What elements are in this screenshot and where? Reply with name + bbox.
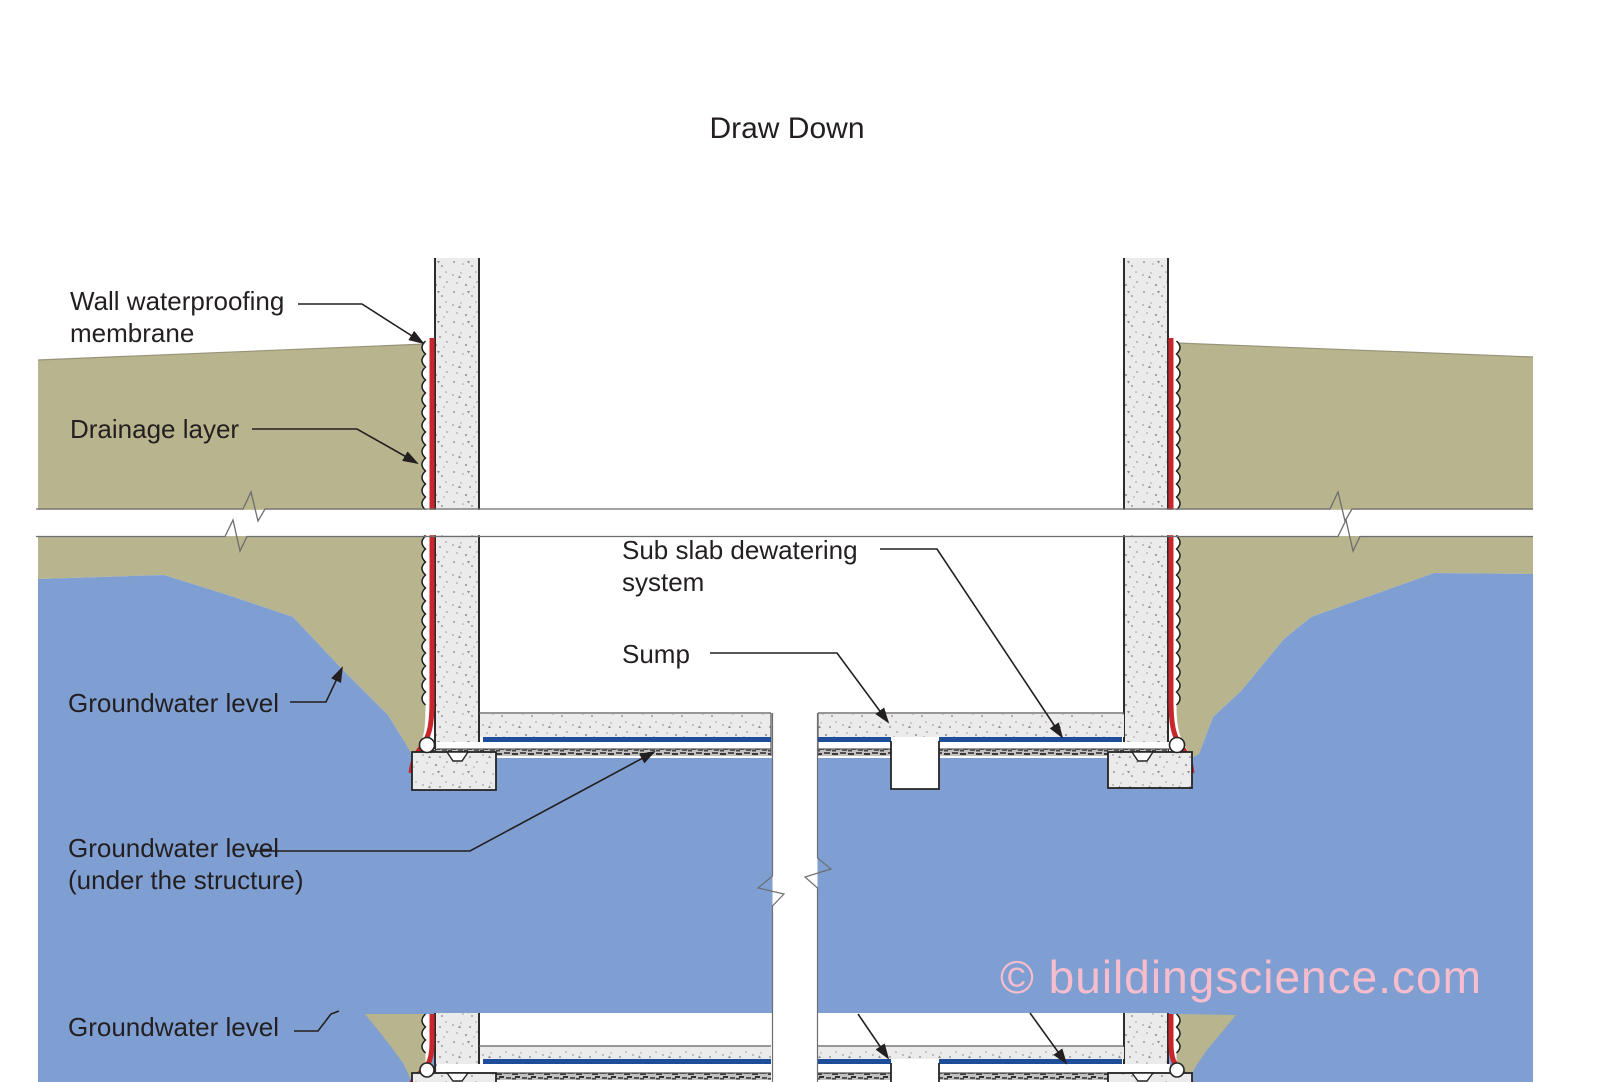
under-slab-membrane-right xyxy=(938,737,1122,742)
leader-groundwater-bottom xyxy=(294,1010,340,1032)
drain-pipe-left xyxy=(418,736,436,754)
leader-sump xyxy=(710,652,890,724)
bottom-slab-void-2 xyxy=(818,1064,892,1073)
bottom-drainage-layer-left xyxy=(421,1013,427,1054)
label-groundwater-under-structure: Groundwater level (under the structure) xyxy=(68,833,304,895)
vertical-break-right-edge xyxy=(803,713,833,1013)
leader-wall-membrane xyxy=(298,303,425,345)
vertical-break xyxy=(756,700,833,1013)
drain-pipe-right xyxy=(1168,736,1186,754)
sump-pit-outline xyxy=(890,741,940,790)
leader-groundwater-under xyxy=(250,751,656,852)
floor-slab-right xyxy=(818,714,1124,737)
under-slab-membrane-mid xyxy=(818,737,892,742)
bottom-floor-slab-right xyxy=(818,1047,1124,1059)
grade-line-right xyxy=(1176,342,1534,358)
bottom-under-slab-membrane-right xyxy=(938,1059,1122,1064)
bottom-slab-lines xyxy=(437,1045,1170,1074)
label-sump: Sump xyxy=(622,639,690,669)
soil-top-right xyxy=(1176,343,1533,510)
label-groundwater-bottom: Groundwater level xyxy=(68,1012,279,1042)
gravel-layer-right xyxy=(938,749,1168,756)
slab-void-right xyxy=(938,742,1170,749)
horizontal-break-band xyxy=(36,509,1533,536)
break-line-upper xyxy=(36,490,1533,523)
bottom-soil-wedge-left xyxy=(365,1014,426,1082)
bottom-drainage-layer-right xyxy=(1175,1013,1181,1054)
bottom-wall-right xyxy=(1124,1013,1168,1073)
bottom-drain-pipe-left xyxy=(419,1062,435,1078)
footing-right xyxy=(1107,751,1193,789)
soil-top-left xyxy=(38,344,426,510)
label-groundwater-level: Groundwater level xyxy=(68,688,279,718)
bottom-sump-outline xyxy=(890,1063,940,1082)
bottom-soil-wedge-right xyxy=(1176,1014,1236,1082)
soil-regions xyxy=(37,342,1534,771)
soil-mid-left xyxy=(38,536,426,771)
under-slab-membrane-left xyxy=(483,737,771,742)
basement-wall-left xyxy=(435,258,479,752)
bottom-gravel-right xyxy=(938,1073,1168,1080)
bottom-vertical-break-band xyxy=(772,1013,818,1082)
leader-drainage-layer xyxy=(252,428,419,464)
slab-void-left xyxy=(437,742,771,749)
slab-void-mid xyxy=(818,742,892,749)
bottom-wall-left xyxy=(435,1013,479,1073)
bottom-keyway-left xyxy=(445,1072,470,1082)
vertical-break-band xyxy=(772,700,818,1013)
leader-bottom-sump xyxy=(857,1013,890,1060)
footings xyxy=(411,736,1193,791)
bottom-wall-edges xyxy=(434,1013,1169,1073)
gravel-layer-left xyxy=(429,749,771,756)
bottom-gravel-mid xyxy=(818,1073,892,1080)
label-wall-waterproofing-membrane: Wall waterproofing membrane xyxy=(70,286,285,348)
floor-slab-left xyxy=(480,714,771,737)
bottom-drainage-gap-left xyxy=(425,1014,430,1073)
bottom-drain-pipe-right xyxy=(1169,1062,1185,1078)
slab-assembly xyxy=(429,712,1170,790)
watermark: © buildingscience.com xyxy=(1000,951,1482,1003)
wall-edges xyxy=(434,258,1169,752)
leader-lines xyxy=(250,303,1068,1065)
bottom-under-slab-membrane-left xyxy=(483,1059,771,1064)
keyway-left xyxy=(445,751,470,762)
vertical-break-left-edge xyxy=(756,713,786,1013)
leader-groundwater-left xyxy=(290,666,343,703)
page-title: Draw Down xyxy=(709,112,865,145)
leader-bottom-dewatering xyxy=(1029,1012,1068,1065)
bottom-vertical-break-edges xyxy=(771,1013,819,1082)
horizontal-break xyxy=(36,490,1533,553)
bottom-floor-slab-left xyxy=(480,1047,771,1059)
label-sub-slab-dewatering: Sub slab dewatering system xyxy=(622,535,858,597)
sump-pit xyxy=(891,737,939,789)
break-line-lower xyxy=(36,518,1533,553)
bottom-keyway-right xyxy=(1130,1072,1155,1082)
bottom-under-slab-membrane-mid xyxy=(818,1059,892,1064)
bottom-slab-void xyxy=(437,1064,771,1073)
soil-mid-right xyxy=(1176,536,1533,771)
gravel-layer-mid xyxy=(818,749,892,756)
grade-line-left xyxy=(37,343,426,361)
basement-wall-right xyxy=(1124,258,1168,752)
bottom-drainage-gap-right xyxy=(1173,1014,1177,1073)
basement-walls xyxy=(434,258,1169,752)
bottom-slab-void-3 xyxy=(938,1064,1170,1073)
label-drainage-layer: Drainage layer xyxy=(70,414,240,444)
bottom-gravel-left xyxy=(429,1073,771,1080)
leader-sub-slab xyxy=(880,548,1064,739)
bottom-panel xyxy=(365,1013,1236,1082)
keyway-right xyxy=(1130,751,1155,762)
bottom-sump-pit xyxy=(891,1059,939,1082)
